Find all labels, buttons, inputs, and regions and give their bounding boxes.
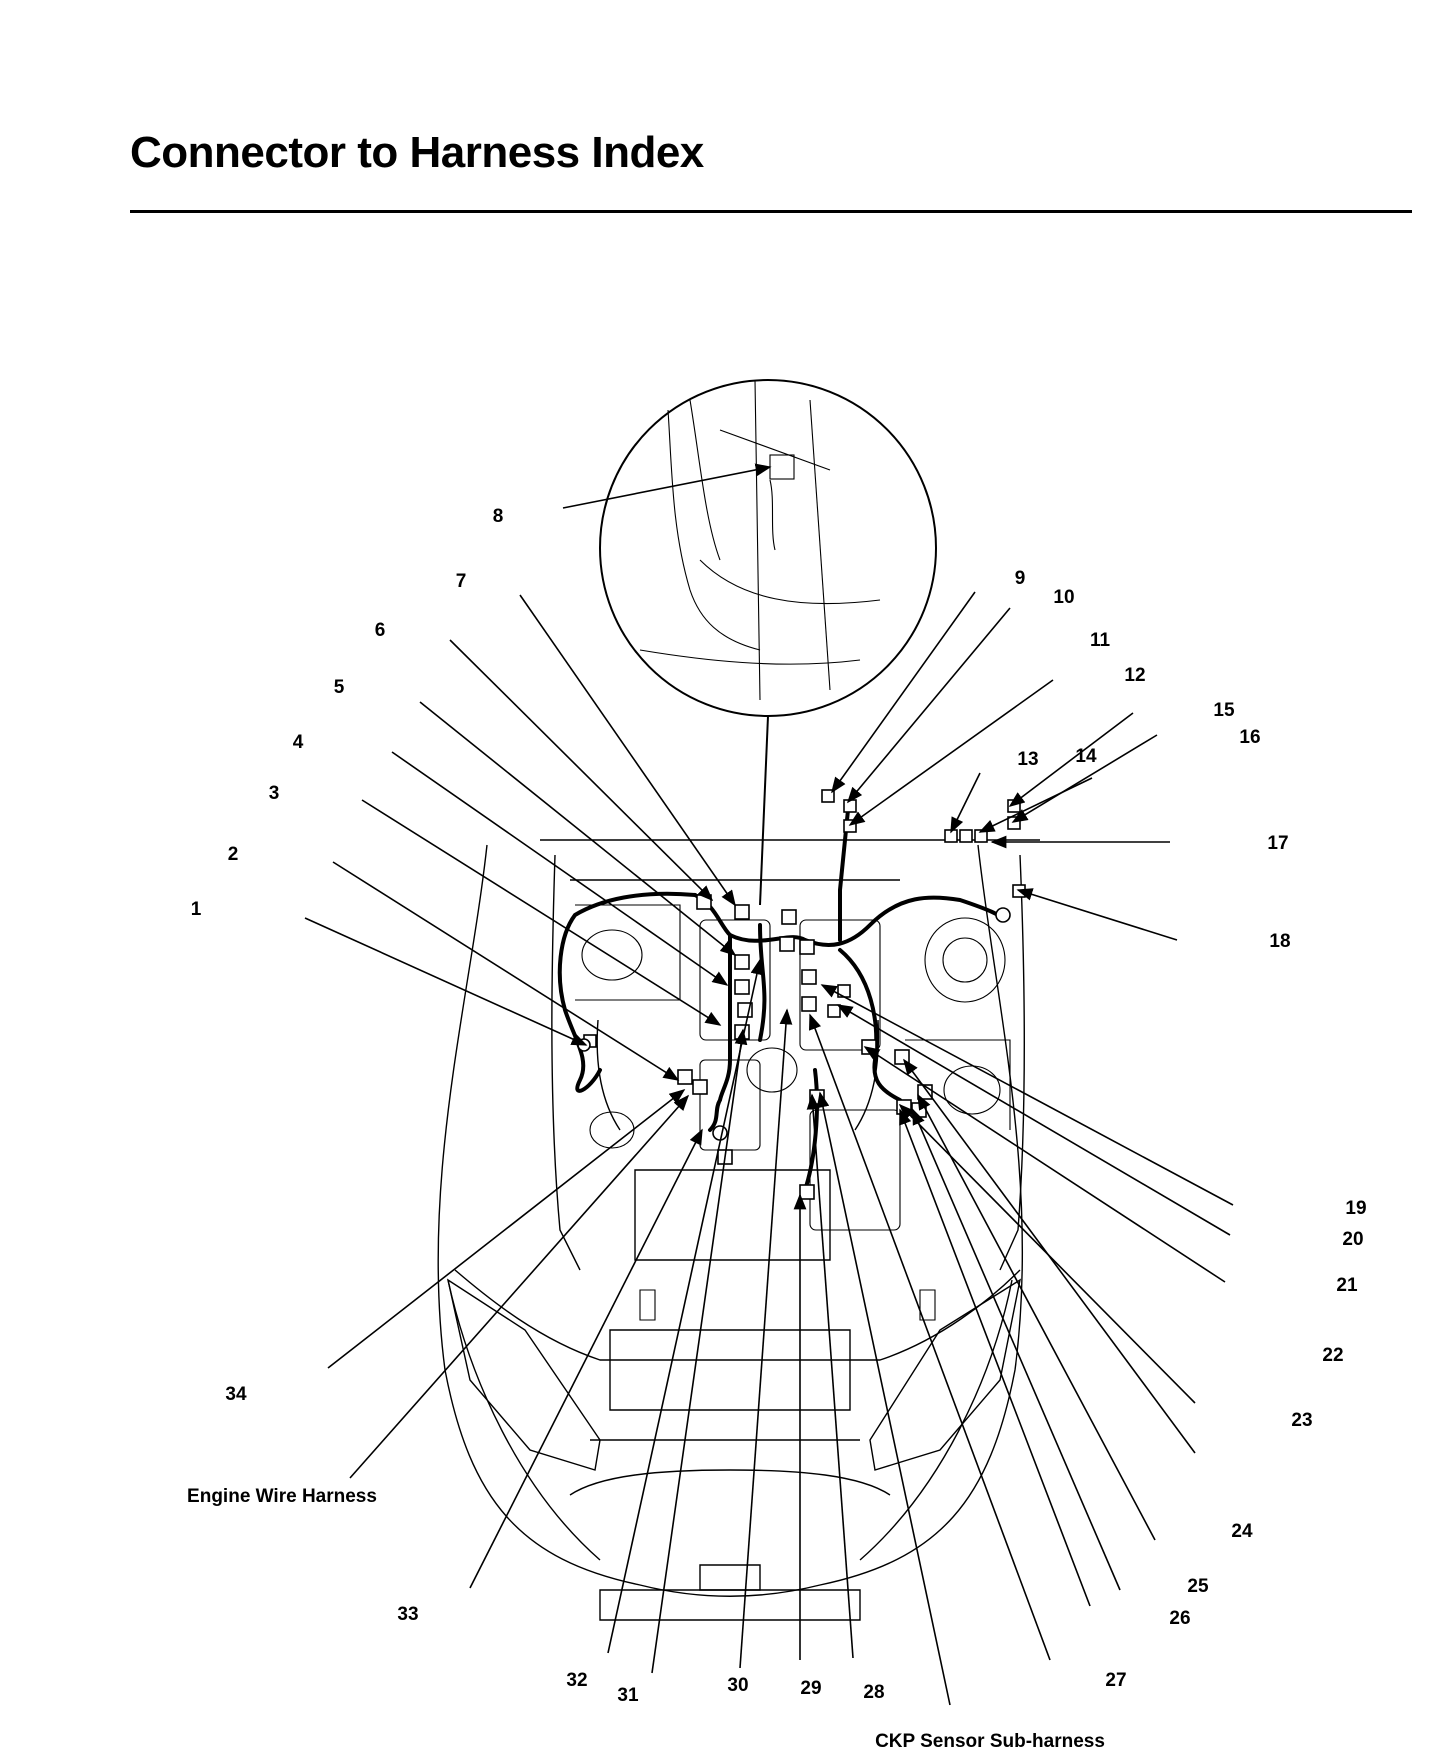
callout-9: 9 bbox=[1015, 568, 1026, 589]
callout-24: 24 bbox=[1231, 1521, 1253, 1542]
callout-8: 8 bbox=[493, 506, 504, 527]
callout-23: 23 bbox=[1291, 1410, 1312, 1431]
callout-21: 21 bbox=[1336, 1275, 1358, 1296]
callout-17: 17 bbox=[1267, 833, 1288, 854]
callout-25: 25 bbox=[1187, 1576, 1209, 1597]
callout-numbers: 1 2 3 4 5 6 7 8 9 10 11 12 13 14 15 16 1… bbox=[191, 506, 1367, 1706]
callout-28: 28 bbox=[863, 1682, 884, 1703]
callout-3: 3 bbox=[269, 783, 280, 804]
callout-27: 27 bbox=[1105, 1670, 1126, 1691]
callout-12: 12 bbox=[1124, 665, 1145, 686]
callout-18: 18 bbox=[1269, 931, 1290, 952]
connector-markers bbox=[577, 789, 1026, 1200]
callout-22: 22 bbox=[1322, 1345, 1343, 1366]
callout-2: 2 bbox=[228, 844, 239, 865]
title-rule bbox=[130, 210, 1412, 213]
callout-34: 34 bbox=[225, 1384, 247, 1405]
detail-inset-circle bbox=[599, 379, 937, 906]
callout-31: 31 bbox=[617, 1685, 639, 1706]
engine-components bbox=[575, 904, 1011, 1321]
callout-19: 19 bbox=[1345, 1198, 1366, 1219]
page-title: Connector to Harness Index bbox=[130, 128, 704, 177]
callout-32: 32 bbox=[566, 1670, 587, 1691]
engine-wire-harness-label: Engine Wire Harness bbox=[187, 1486, 377, 1507]
callout-6: 6 bbox=[375, 620, 386, 641]
callout-33: 33 bbox=[397, 1604, 418, 1625]
ckp-sensor-subharness-label: CKP Sensor Sub-harness bbox=[875, 1731, 1105, 1752]
fender-blades bbox=[446, 1278, 1022, 1471]
leader-lines bbox=[304, 463, 1234, 1706]
callout-30: 30 bbox=[727, 1675, 748, 1696]
callout-7: 7 bbox=[456, 571, 467, 592]
callout-16: 16 bbox=[1239, 727, 1260, 748]
callout-15: 15 bbox=[1213, 700, 1235, 721]
callout-11: 11 bbox=[1090, 630, 1111, 651]
callout-10: 10 bbox=[1053, 587, 1074, 608]
callout-26: 26 bbox=[1169, 1608, 1190, 1629]
callout-5: 5 bbox=[334, 677, 345, 698]
callout-1: 1 bbox=[191, 899, 202, 920]
callout-4: 4 bbox=[293, 732, 304, 753]
callout-13: 13 bbox=[1017, 749, 1038, 770]
callout-14: 14 bbox=[1075, 746, 1097, 767]
callout-29: 29 bbox=[800, 1678, 821, 1699]
callout-20: 20 bbox=[1342, 1229, 1363, 1250]
